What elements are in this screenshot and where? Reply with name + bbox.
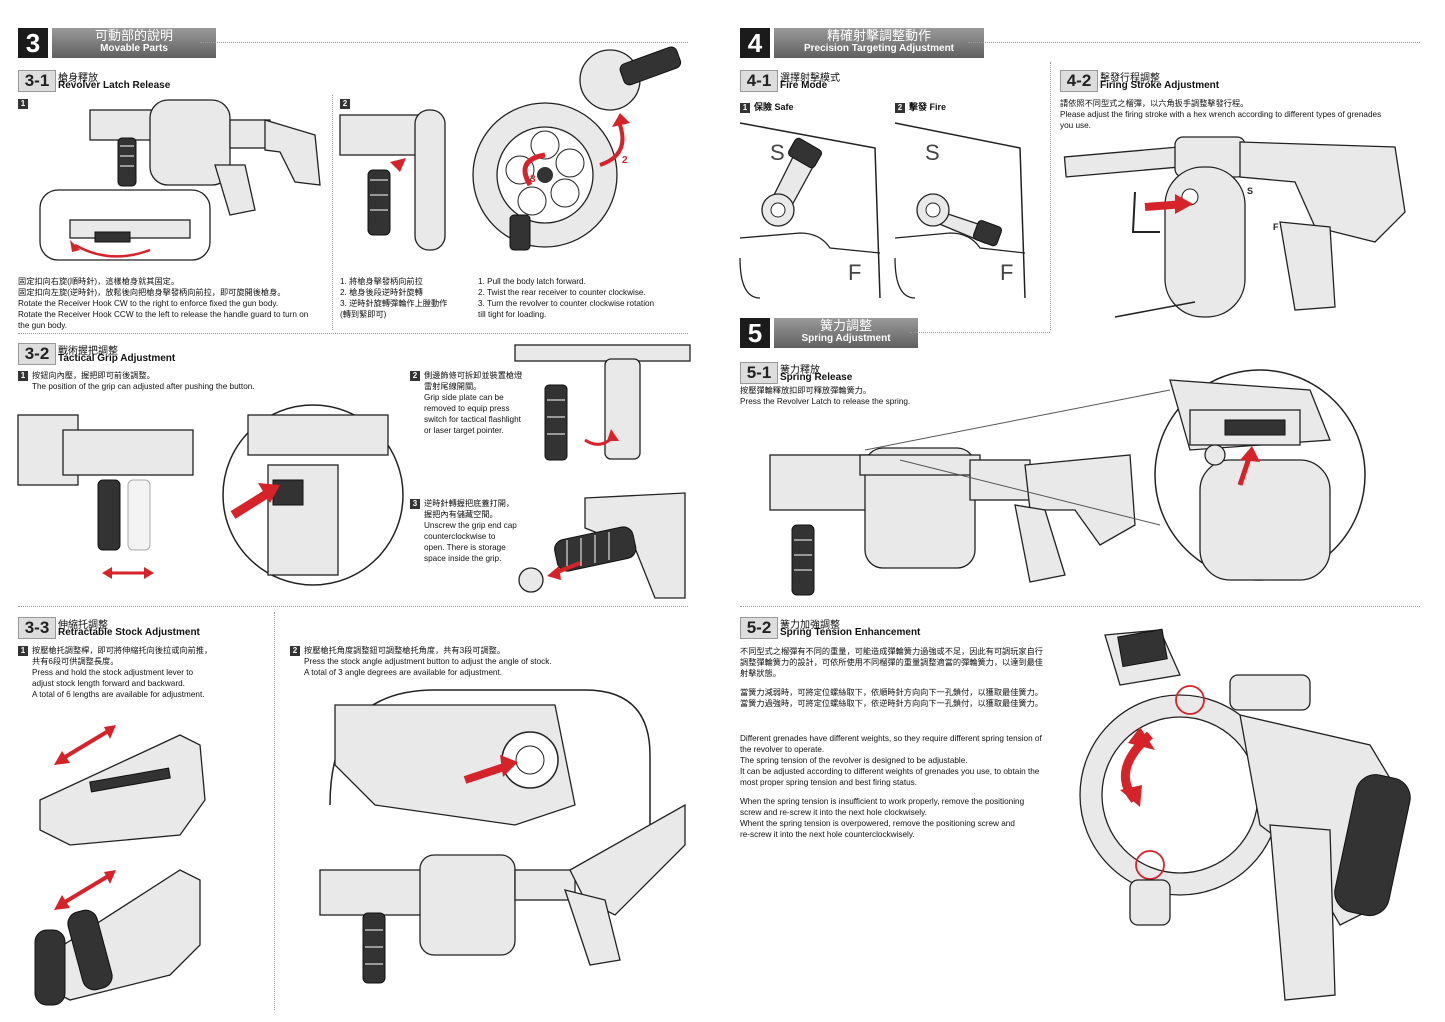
- divider: [200, 42, 688, 43]
- subsection-number: 5-2: [740, 617, 778, 639]
- stock-length-illustration: [34, 725, 206, 1006]
- text-3-1-a: 固定扣向右旋(順時針)，這樣槍身就其固定。固定扣向左旋(逆時針)，放鬆後向把槍身…: [18, 277, 309, 330]
- subsection-title-en: Spring Release: [780, 372, 853, 383]
- step-1-marker: 1: [18, 98, 32, 109]
- step-2-marker: 2: [340, 98, 354, 109]
- text-5-2-en: Different grenades have different weight…: [740, 734, 1042, 839]
- subsection-number: 3-1: [18, 70, 56, 92]
- section-number: 5: [740, 318, 770, 348]
- grip-side-plate-illustration: [514, 344, 691, 461]
- section-title: 可動部的說明 Movable Parts: [52, 28, 216, 58]
- subsection-title-en: Fire Mode: [780, 80, 828, 91]
- divider: [18, 606, 688, 607]
- section-title: 簧力調整 Spring Adjustment: [774, 318, 918, 348]
- section-title-en: Spring Adjustment: [801, 333, 891, 344]
- subsection-title-en: Tactical Grip Adjustment: [58, 353, 176, 364]
- subsection-number: 4-2: [1060, 70, 1098, 92]
- stroke-F-mark: F: [1273, 222, 1279, 232]
- divider: [740, 606, 1420, 607]
- arrow-label-2: 2: [622, 155, 628, 166]
- subsection-title-zh: 伸縮托調整: [58, 620, 108, 631]
- subsection-number: 3-2: [18, 343, 56, 365]
- section-title-zh: 精確射擊調整動作: [826, 28, 931, 43]
- safe-S-mark: S: [770, 140, 785, 165]
- section-title-zh: 簧力調整: [819, 318, 872, 333]
- divider: [968, 42, 1420, 43]
- revolver-cylinder-illustration: 2 3: [472, 46, 682, 251]
- subsection-title-en: Firing Stroke Adjustment: [1100, 80, 1220, 91]
- section-title-zh: 可動部的說明: [94, 28, 173, 43]
- subsection-title-zh: 擊發行程調整: [1100, 73, 1160, 84]
- section-title-en: Movable Parts: [100, 43, 168, 54]
- safe-F-mark: F: [848, 260, 861, 285]
- subsection-title-zh: 槍身釋放: [58, 73, 98, 84]
- subsection-title-zh: 簧力釋放: [780, 365, 820, 376]
- subsection-number: 5-1: [740, 362, 778, 384]
- section-title: 精確射擊調整動作 Precision Targeting Adjustment: [774, 28, 984, 58]
- fire-F-mark: F: [1000, 260, 1013, 285]
- text-4-2: 請依照不同型式之榴彈，以六角扳手調整擊發行程。Please adjust the…: [1060, 99, 1382, 130]
- firing-stroke-illustration: S F: [1063, 136, 1406, 318]
- section-number: 3: [18, 28, 48, 58]
- subsection-title-en: Spring Tension Enhancement: [780, 627, 921, 638]
- subsection-title-en: Retractable Stock Adjustment: [58, 627, 200, 638]
- text-5-2-zh: 不同型式之榴彈有不同的重量，可能造成彈輪簧力過強或不足，因此有可調玩家自行調整彈…: [740, 647, 1043, 708]
- arrow-label-3: 3: [530, 174, 536, 185]
- divider: [910, 332, 1050, 333]
- fire-selector-illustration: S F: [894, 122, 1026, 299]
- grip-receiver-illustration: [339, 109, 446, 251]
- section-title-en: Precision Targeting Adjustment: [803, 43, 955, 54]
- grip-adjust-illustration: [17, 404, 404, 586]
- spring-release-illustration: [769, 369, 1366, 596]
- launcher-side-illustration: [39, 99, 321, 261]
- subsection-title-en: Revolver Latch Release: [58, 80, 171, 91]
- section-number: 4: [740, 28, 770, 58]
- subsection-title-zh: 戰術握把調整: [58, 346, 118, 357]
- divider: [332, 95, 333, 330]
- divider: [18, 333, 688, 334]
- stock-angle-illustration: [319, 689, 686, 984]
- text-5-1: 按壓彈輪釋放扣即可釋放彈輪簧力。Press the Revolver Latch…: [740, 386, 911, 406]
- spring-tension-illustration: [1079, 628, 1411, 1001]
- subsection-number: 3-3: [18, 617, 56, 639]
- subsection-number: 4-1: [740, 70, 778, 92]
- divider: [274, 612, 275, 1010]
- subsection-title-zh: 選擇射擊模式: [780, 73, 840, 84]
- text-3-1-c: 1. Pull the body latch forward.2. Twist …: [478, 277, 655, 319]
- grip-end-cap-illustration: [518, 492, 686, 599]
- divider: [1050, 62, 1051, 330]
- stroke-S-mark: S: [1247, 186, 1253, 196]
- subsection-title-zh: 簧力加強調整: [780, 620, 840, 631]
- safe-selector-illustration: S F: [739, 122, 881, 299]
- fire-S-mark: S: [925, 140, 940, 165]
